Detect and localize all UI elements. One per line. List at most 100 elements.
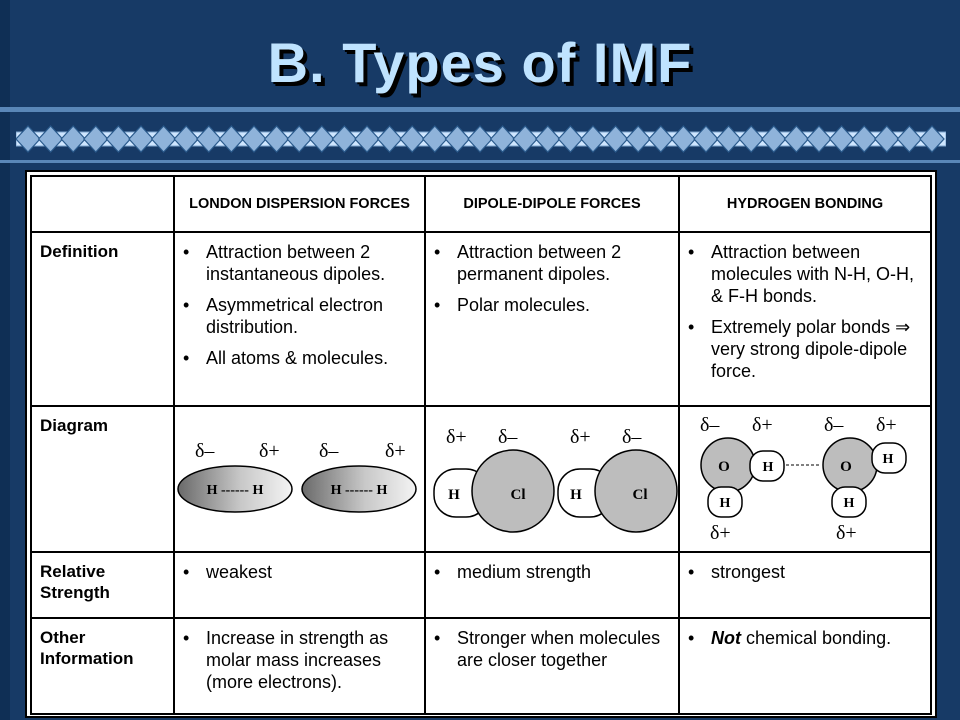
diamond-shape <box>828 125 855 153</box>
diamond-shape <box>444 125 471 153</box>
row-label-other: Other Information <box>32 619 175 713</box>
molecule-label: H ------ H <box>207 483 264 498</box>
slide-title: B. Types of IMF <box>267 31 693 94</box>
diamond-shape <box>82 125 109 153</box>
diagram-dipole: δ+ δ– δ+ δ– H Cl H Cl <box>426 407 680 553</box>
diamond-shape <box>602 125 629 153</box>
charge-label: δ– <box>824 414 844 436</box>
diamond-shape <box>354 125 380 153</box>
list-item: Stronger when molecules are closer toget… <box>434 627 672 671</box>
diamond-shape <box>647 125 674 153</box>
list-item: medium strength <box>434 561 672 583</box>
atom-label: H <box>570 487 582 503</box>
molecule-label: H ------ H <box>331 483 388 498</box>
charge-label: δ– <box>195 440 215 462</box>
diamond-shape <box>128 125 154 153</box>
diamond-shape <box>467 125 493 153</box>
atom-label: H <box>720 496 731 511</box>
other-dipole: Stronger when molecules are closer toget… <box>426 619 680 713</box>
h-atom <box>749 450 785 482</box>
strength-dipole: medium strength <box>426 553 680 619</box>
slide-left-band <box>0 0 10 720</box>
hydrogen-bonding-diagram: δ– δ+ δ– δ+ O H H O H H δ+ δ+ <box>700 414 907 544</box>
atom-label: Cl <box>511 487 526 503</box>
list-item: Increase in strength as molar mass incre… <box>183 627 418 693</box>
charge-label: δ+ <box>570 426 591 448</box>
diamond-shape <box>150 125 177 153</box>
list-item: Asymmetrical electron distribution. <box>183 294 418 338</box>
h-atom <box>707 486 743 518</box>
imf-table: LONDON DISPERSION FORCES DIPOLE-DIPOLE F… <box>25 170 937 718</box>
cl-atom <box>594 449 678 533</box>
header-london: LONDON DISPERSION FORCES <box>175 177 426 233</box>
diamond-shape <box>580 125 606 153</box>
diamond-shape <box>173 125 200 153</box>
dipole-dipole-diagram: δ+ δ– δ+ δ– H Cl H Cl <box>433 426 678 533</box>
molecule-ellipse <box>301 465 417 513</box>
title-underline <box>0 107 960 112</box>
diamond-shape <box>738 125 765 153</box>
decoration-underline <box>0 160 960 163</box>
header-dipole: DIPOLE-DIPOLE FORCES <box>426 177 680 233</box>
diamond-shape <box>105 125 132 153</box>
h-atom <box>871 442 907 474</box>
diamond-shape <box>308 125 335 153</box>
diamond-shape <box>715 125 742 153</box>
diamond-shape <box>512 125 539 153</box>
diamond-shape <box>557 125 584 153</box>
diamond-shape <box>489 125 516 153</box>
diamond-shape <box>670 125 697 153</box>
charge-label: δ+ <box>385 440 406 462</box>
diamond-shape <box>37 125 64 153</box>
other-london: Increase in strength as molar mass incre… <box>175 619 426 713</box>
list-item: Attraction between 2 permanent dipoles. <box>434 241 672 285</box>
diamond-shape <box>218 125 245 153</box>
atom-label: O <box>718 459 730 475</box>
atom-label: Cl <box>633 487 648 503</box>
diamond-shape <box>693 125 719 153</box>
atom-label: H <box>448 487 460 503</box>
atom-label: H <box>763 460 774 475</box>
diamond-shape <box>783 125 810 153</box>
diamond-shape <box>421 125 448 153</box>
cl-atom <box>471 449 555 533</box>
other-hydrogen-text: chemical bonding. <box>741 628 892 648</box>
charge-label: δ– <box>319 440 339 462</box>
charge-label: δ– <box>622 426 642 448</box>
emphasis-not: Not <box>711 628 741 648</box>
strength-london: weakest <box>175 553 426 619</box>
molecule-ellipse <box>177 465 293 513</box>
diamond-shape <box>195 125 222 153</box>
charge-label: δ+ <box>876 414 897 436</box>
list-item: Attraction between molecules with N-H, O… <box>688 241 924 307</box>
definition-london: Attraction between 2 instantaneous dipol… <box>175 233 426 407</box>
diamond-shape <box>331 125 358 153</box>
diamond-shape <box>760 125 787 153</box>
diamond-shape <box>873 125 900 153</box>
charge-label: δ+ <box>259 440 280 462</box>
diamond-shape <box>263 125 290 153</box>
row-label-strength: Relative Strength <box>32 553 175 619</box>
row-label-definition: Definition <box>32 233 175 407</box>
diamond-shape <box>399 125 426 153</box>
diamond-shape <box>16 125 41 153</box>
diamond-shape <box>241 125 267 153</box>
charge-label: δ+ <box>836 522 857 544</box>
list-item: All atoms & molecules. <box>183 347 418 369</box>
diamond-border-decoration <box>16 125 946 153</box>
atom-label: O <box>840 459 852 475</box>
diagram-hydrogen: δ– δ+ δ– δ+ O H H O H H δ+ δ+ <box>680 407 930 553</box>
charge-label: δ+ <box>752 414 773 436</box>
list-item: weakest <box>183 561 418 583</box>
definition-hydrogen: Attraction between molecules with N-H, O… <box>680 233 930 407</box>
diamond-shape <box>851 125 878 153</box>
h-atom <box>831 486 867 518</box>
diamond-shape <box>919 125 945 153</box>
strength-hydrogen: strongest <box>680 553 930 619</box>
list-item: strongest <box>688 561 924 583</box>
diagram-london: δ– δ+ δ– δ+ H ------ H H ------ H <box>175 407 426 553</box>
header-hydrogen: HYDROGEN BONDING <box>680 177 930 233</box>
diamond-shape <box>534 125 561 153</box>
charge-label: δ– <box>498 426 518 448</box>
diamond-shape <box>376 125 403 153</box>
